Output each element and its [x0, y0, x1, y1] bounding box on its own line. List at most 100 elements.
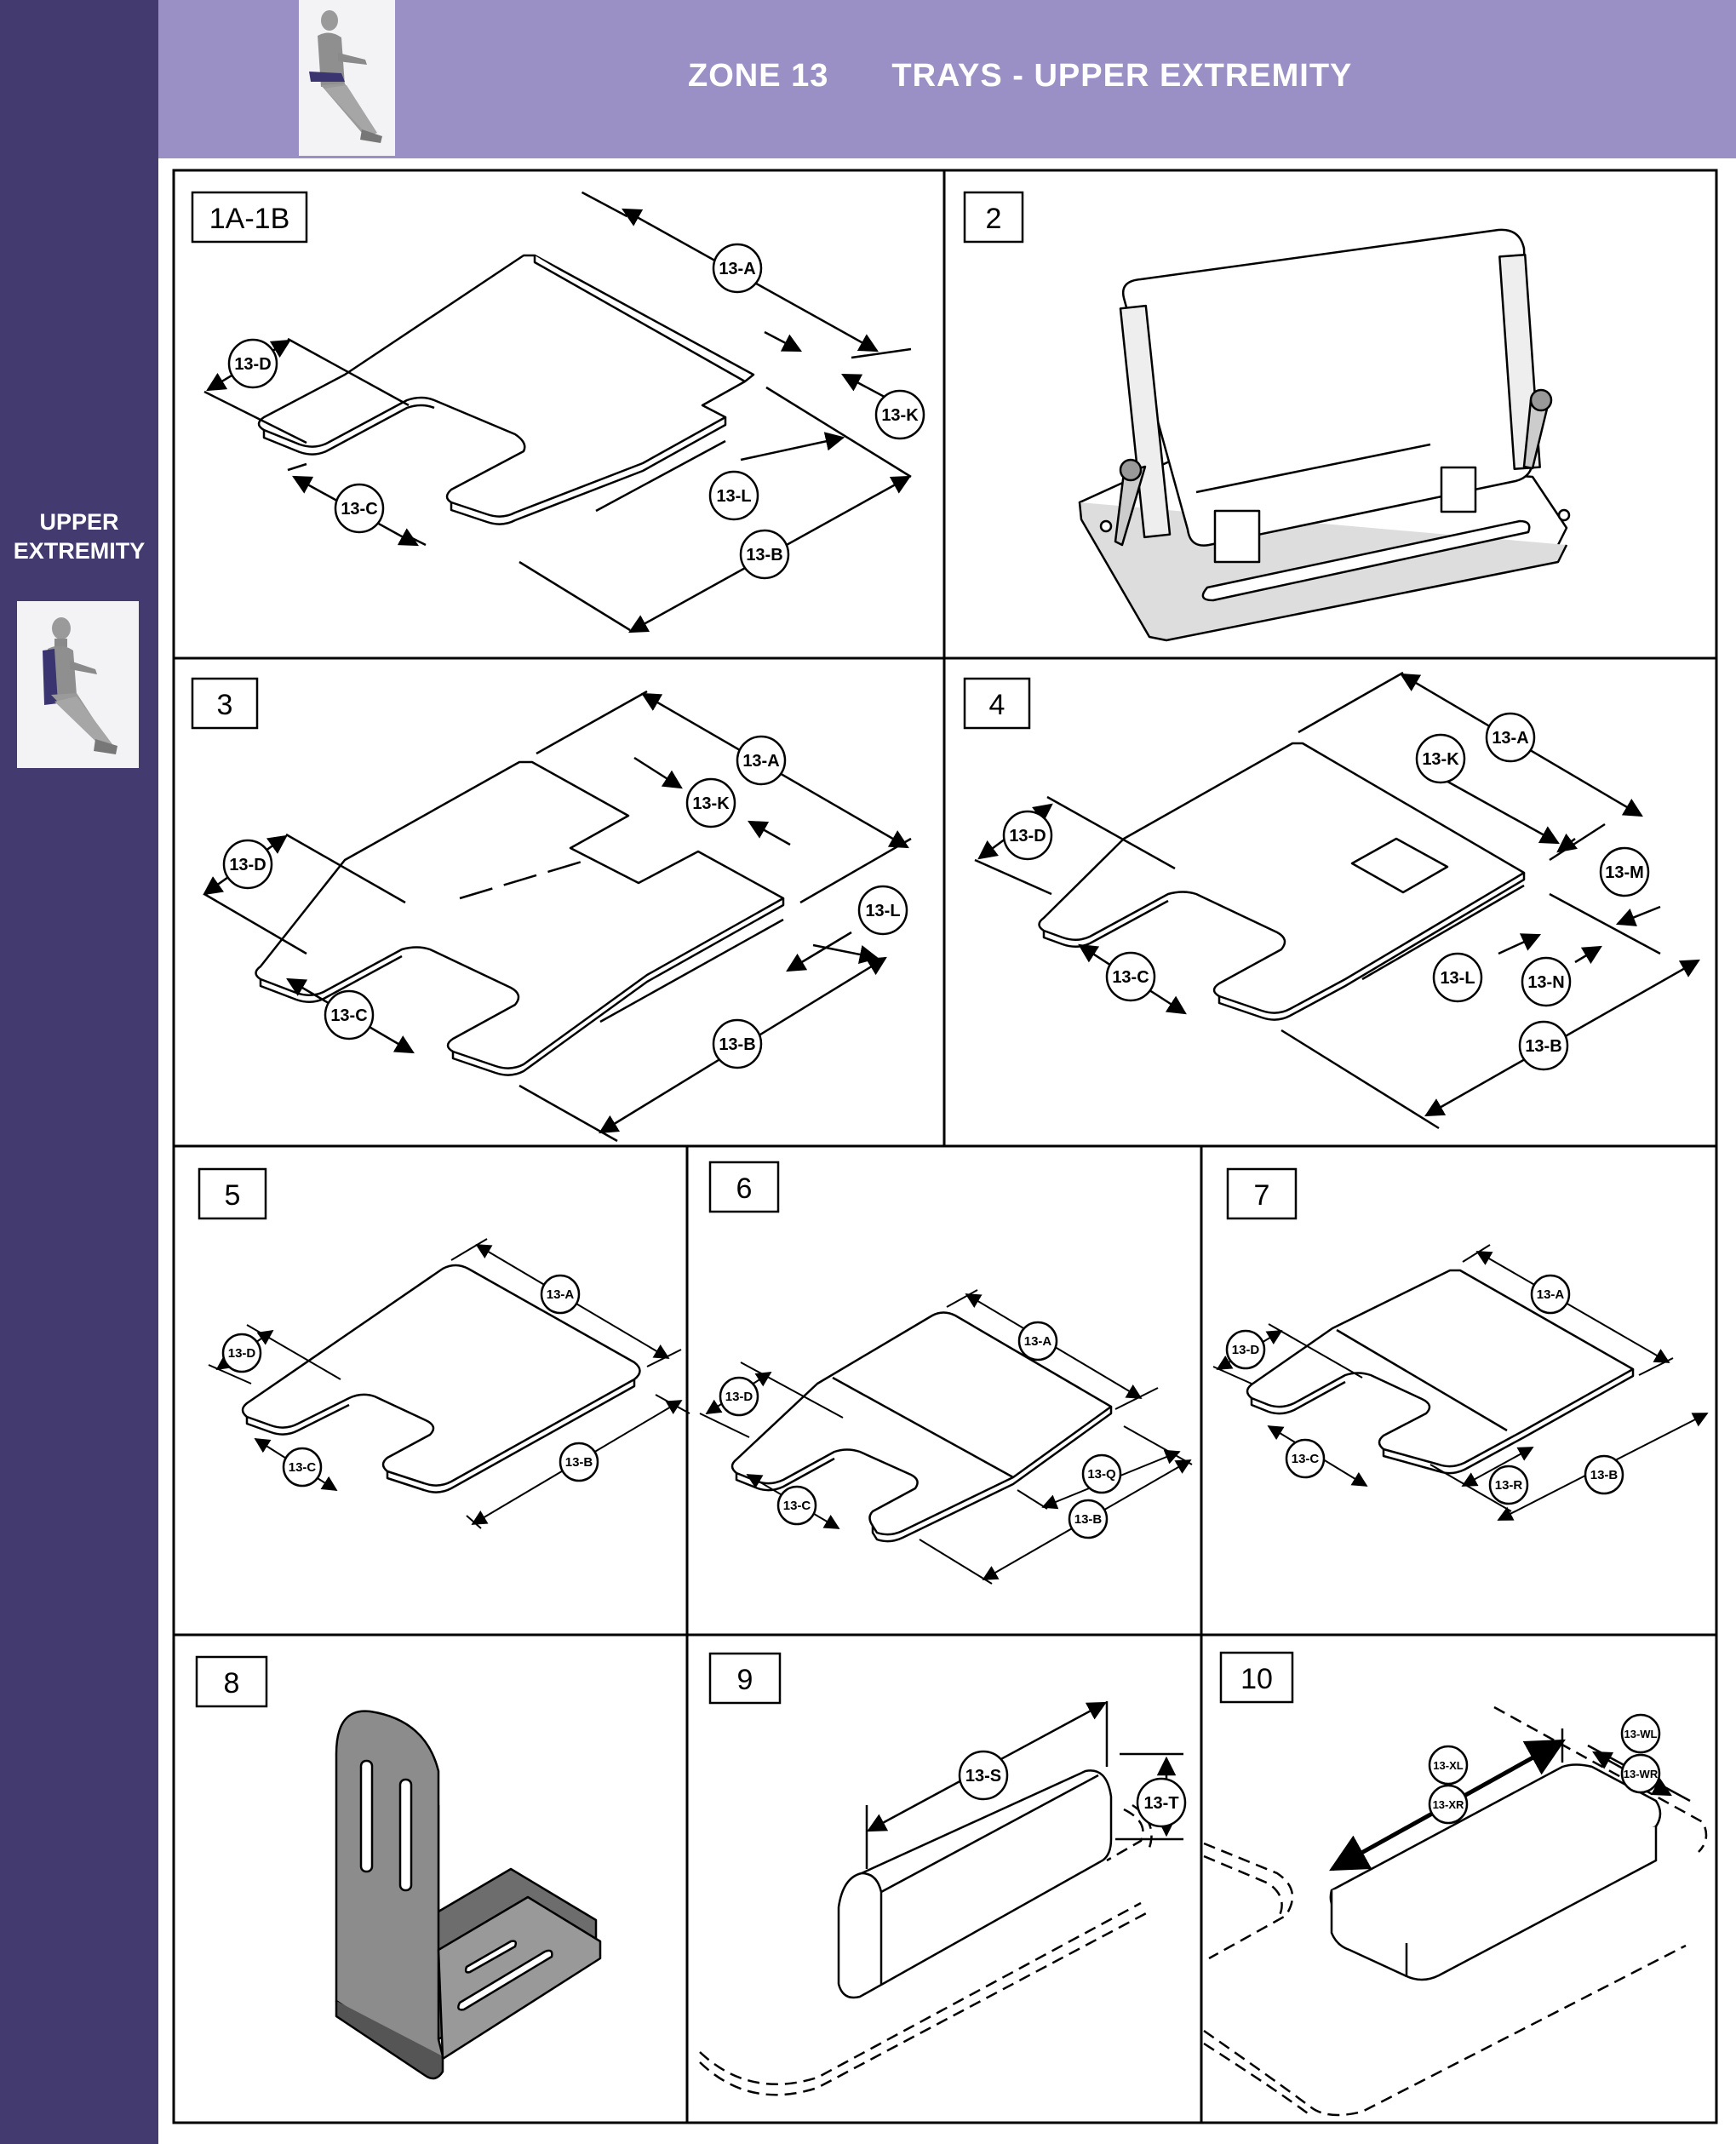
panel-5: 5 13-A 13-D 13-C 13-B [198, 1167, 690, 1529]
callout-13-a: 13-A [712, 243, 763, 294]
dimension-lines [203, 690, 912, 1143]
panel-number-box [963, 677, 1031, 730]
l-bracket-illustration [335, 1710, 602, 2080]
forearm-pad-illustration [1203, 1705, 1708, 2118]
callout-13-a: 13-A [1017, 1321, 1058, 1361]
callout-13-k: 13-K [1415, 733, 1466, 784]
callout-13-a: 13-A [1485, 712, 1536, 763]
svg-text:13-L: 13-L [716, 487, 751, 506]
svg-text:13-B: 13-B [746, 546, 782, 565]
panel-number: 5 [225, 1179, 241, 1212]
svg-text:13-A: 13-A [742, 752, 779, 771]
svg-text:13-C: 13-C [289, 1460, 317, 1475]
panel-number: 9 [737, 1664, 753, 1696]
panel-number: 7 [1254, 1179, 1270, 1212]
trays-diagram: 1A-1B 13-A 13-D 13-K 13- [172, 169, 1718, 2124]
svg-text:13-C: 13-C [783, 1499, 811, 1513]
panel-number-box [963, 191, 1024, 244]
panel-number: 3 [217, 689, 233, 721]
panel-number: 4 [989, 689, 1006, 721]
panel-number: 8 [224, 1667, 240, 1700]
panel-number: 1A-1B [209, 203, 290, 235]
svg-text:13-D: 13-D [234, 355, 271, 374]
callout-13-c: 13-C [1105, 951, 1156, 1002]
svg-text:13-D: 13-D [1232, 1343, 1260, 1357]
callout-13-b: 13-B [1584, 1454, 1624, 1495]
svg-text:13-M: 13-M [1605, 863, 1644, 882]
sidebar [0, 0, 158, 2144]
callout-13-l: 13-L [857, 885, 908, 936]
svg-text:13-B: 13-B [1525, 1037, 1561, 1056]
panel-number: 2 [986, 203, 1002, 235]
panel-8: 8 [195, 1655, 602, 2080]
svg-text:13-K: 13-K [1422, 750, 1459, 769]
callout-13-d: 13-D [227, 338, 278, 389]
callout-13-xl: 13-XL [1428, 1745, 1469, 1786]
callout-13-c: 13-C [282, 1447, 323, 1488]
svg-text:13-K: 13-K [881, 406, 919, 425]
svg-text:13-XR: 13-XR [1433, 1798, 1464, 1811]
panel-grid [172, 169, 1718, 2124]
callout-13-a: 13-A [736, 735, 787, 786]
callout-13-wr: 13-WR [1620, 1753, 1661, 1794]
svg-text:13-D: 13-D [228, 1346, 256, 1361]
panel-1a-1b: 1A-1B 13-A 13-D 13-K 13- [191, 191, 925, 633]
panel-number-box [191, 677, 259, 730]
svg-text:13-WL: 13-WL [1624, 1728, 1658, 1740]
callout-13-a: 13-A [540, 1274, 581, 1315]
category-label-line2: EXTREMITY [13, 538, 146, 564]
zone-title: TRAYS - UPPER EXTREMITY [891, 58, 1353, 94]
callout-13-d: 13-D [222, 839, 273, 890]
callout-13-d: 13-D [719, 1376, 759, 1417]
callout-13-k: 13-K [685, 777, 736, 828]
panel-number-box [195, 1655, 268, 1708]
svg-text:13-N: 13-N [1527, 973, 1564, 992]
tray-outline [257, 254, 755, 525]
panel-number-box [708, 1161, 780, 1213]
svg-text:13-B: 13-B [1590, 1468, 1619, 1482]
svg-text:13-D: 13-D [229, 856, 266, 874]
callout-13-l: 13-L [708, 470, 759, 521]
callout-13-d: 13-D [221, 1333, 262, 1373]
svg-text:13-S: 13-S [965, 1767, 1001, 1786]
elbow-pad-illustration [699, 1701, 1183, 2096]
callout-13-m: 13-M [1599, 846, 1650, 897]
svg-text:13-L: 13-L [865, 902, 900, 920]
panel-2: 2 [963, 191, 1571, 642]
seated-figure-icon [299, 0, 395, 156]
callout-13-b: 13-B [1068, 1499, 1109, 1539]
callout-13-c: 13-C [334, 483, 385, 534]
panel-number: 6 [736, 1172, 753, 1205]
callout-13-c: 13-C [1285, 1438, 1326, 1479]
svg-text:13-D: 13-D [1009, 827, 1046, 846]
category-label-line1: UPPER [39, 509, 119, 535]
callout-13-d: 13-D [1002, 810, 1053, 861]
zone-number: ZONE 13 [688, 58, 829, 94]
svg-text:13-T: 13-T [1143, 1794, 1178, 1813]
callout-13-xr: 13-XR [1428, 1784, 1469, 1825]
panel-number-box [1219, 1651, 1294, 1704]
svg-text:13-B: 13-B [719, 1035, 755, 1054]
panel-number-box [198, 1167, 267, 1220]
callout-13-b: 13-B [739, 529, 790, 580]
callout-13-b: 13-B [559, 1442, 599, 1482]
callout-13-a: 13-A [1530, 1274, 1571, 1315]
svg-text:13-B: 13-B [565, 1455, 593, 1470]
callout-13-s: 13-S [958, 1750, 1009, 1801]
svg-text:13-A: 13-A [1024, 1334, 1052, 1349]
panel-number-box [1226, 1167, 1298, 1220]
svg-text:13-A: 13-A [547, 1287, 575, 1302]
panel-number: 10 [1240, 1663, 1273, 1695]
panel-7: 7 13-A 13-D 13-C 13-R 13-B [1212, 1167, 1709, 1521]
page-title: ZONE 13 TRAYS - UPPER EXTREMITY [688, 58, 1352, 95]
callout-13-k: 13-K [874, 389, 925, 440]
svg-text:13-B: 13-B [1074, 1512, 1103, 1527]
callout-13-b: 13-B [712, 1018, 763, 1069]
svg-text:13-C: 13-C [341, 500, 377, 519]
callout-13-wl: 13-WL [1620, 1713, 1661, 1754]
panel-9: 9 13-S 13-T [699, 1652, 1187, 2096]
zone-category-label: UPPER EXTREMITY [0, 507, 158, 565]
svg-text:13-C: 13-C [1112, 968, 1149, 987]
page-header [158, 0, 1736, 158]
svg-text:13-C: 13-C [330, 1006, 367, 1025]
